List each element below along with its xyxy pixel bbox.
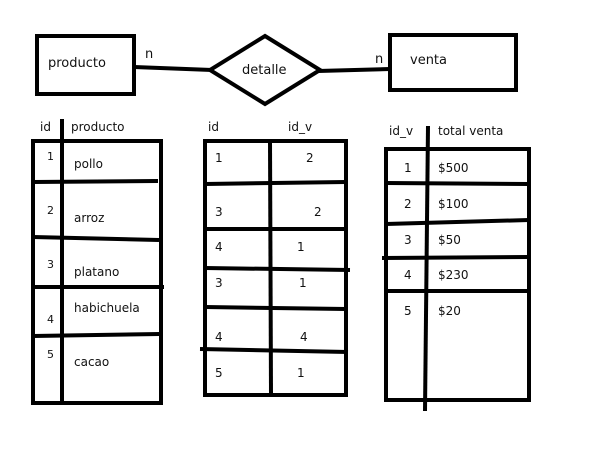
producto-row-divider (32, 235, 160, 242)
venta-header-total: total venta (438, 124, 503, 138)
producto-row-divider (32, 179, 159, 184)
detalle-row-divider (204, 266, 351, 272)
detalle-header-idv: id_v (288, 120, 312, 134)
entity-producto-box (35, 34, 136, 96)
table-producto: id producto 1 pollo 2 arroz 3 platano 4 … (31, 119, 164, 405)
producto-cell-id: 2 (47, 204, 54, 217)
venta-cell-total: $20 (438, 304, 461, 318)
cardinality-left: n (145, 47, 153, 62)
venta-cell-idv: 5 (404, 304, 412, 318)
entity-venta-box (388, 33, 518, 92)
producto-cell-name: cacao (74, 355, 109, 369)
detalle-cell-idv: 1 (297, 240, 305, 254)
producto-cell-name: habichuela (74, 301, 140, 315)
detalle-cell-idv: 2 (314, 205, 322, 219)
producto-cell-id: 5 (47, 348, 54, 361)
detalle-cell-id: 3 (215, 205, 223, 219)
producto-row-divider (32, 332, 161, 338)
producto-header-id: id (40, 120, 51, 134)
venta-cell-idv: 1 (404, 161, 412, 175)
connector-detalle-venta (317, 67, 391, 73)
cardinality-right: n (375, 52, 383, 67)
venta-row-divider (381, 255, 530, 260)
venta-cell-idv: 3 (404, 233, 412, 247)
detalle-cell-id: 4 (215, 330, 223, 344)
detalle-row-divider (204, 305, 347, 311)
detalle-header-id: id (208, 120, 219, 134)
producto-cell-name: pollo (74, 157, 103, 171)
relationship-detalle-label: detalle (242, 63, 287, 78)
entity-producto-label: producto (48, 56, 106, 71)
connector-producto-detalle (133, 65, 213, 72)
producto-cell-id: 3 (47, 258, 54, 271)
producto-cell-id: 1 (47, 150, 54, 163)
table-detalle: id id_v 1 2 3 2 4 1 3 1 4 4 5 1 (199, 120, 351, 397)
detalle-cell-idv: 1 (297, 366, 305, 380)
producto-table-border (31, 139, 163, 405)
venta-table-border (384, 147, 531, 402)
producto-cell-name: arroz (74, 211, 104, 225)
producto-cell-id: 4 (47, 313, 54, 326)
relationship-detalle-diamond (206, 33, 324, 107)
detalle-row-divider (199, 347, 349, 354)
venta-cell-total: $100 (438, 197, 469, 211)
table-venta: id_v total venta 1 $500 2 $100 3 $50 4 $… (381, 124, 531, 412)
venta-cell-total: $500 (438, 161, 469, 175)
detalle-row-divider (204, 180, 347, 186)
producto-cell-name: platano (74, 265, 119, 279)
venta-row-divider (385, 218, 530, 226)
producto-header-name: producto (71, 120, 125, 134)
venta-column-divider (423, 125, 430, 412)
detalle-cell-id: 3 (215, 276, 223, 290)
entity-venta-label: venta (410, 53, 447, 68)
detalle-cell-id: 5 (215, 366, 223, 380)
venta-cell-idv: 2 (404, 197, 412, 211)
venta-header-idv: id_v (389, 124, 413, 138)
venta-cell-total: $230 (438, 268, 469, 282)
detalle-cell-id: 4 (215, 240, 223, 254)
venta-cell-idv: 4 (404, 268, 412, 282)
venta-cell-total: $50 (438, 233, 461, 247)
detalle-cell-idv: 2 (306, 151, 314, 165)
venta-row-divider (385, 181, 530, 186)
detalle-cell-idv: 4 (300, 330, 308, 344)
detalle-cell-id: 1 (215, 151, 223, 165)
detalle-cell-idv: 1 (299, 276, 307, 290)
